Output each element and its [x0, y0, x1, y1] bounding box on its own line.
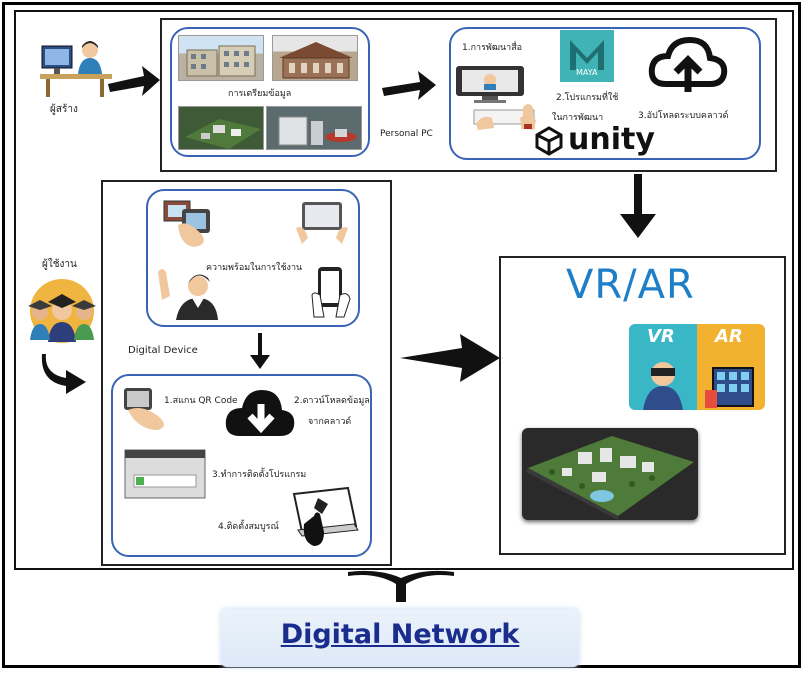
diagram-frame — [14, 10, 794, 570]
maya-text: MAYA — [576, 68, 598, 77]
dev-step-2-label-b: ในการพัฒนา — [552, 113, 604, 123]
install-step-4-label: 4.ติดตั้งสมบูรณ์ — [218, 522, 279, 532]
hand-smartphone-icon — [310, 265, 352, 321]
data-prep-label: การเตรียมข้อมูล — [228, 89, 292, 99]
tablet-touch-icon — [284, 484, 362, 548]
arrow-prep-to-dev — [382, 68, 436, 106]
dev-step-1-label: 1.การพัฒนาสื่อ — [462, 43, 523, 53]
install-screen-icon — [124, 449, 206, 499]
building-thumb-1 — [178, 35, 264, 81]
cloud-upload-icon — [648, 34, 728, 96]
hand-icon — [518, 102, 538, 130]
campus-3d-model-image — [522, 428, 698, 520]
campus-thumb-1 — [178, 106, 264, 150]
creator-label: ผู้สร้าง — [50, 104, 78, 115]
building-thumb-2 — [272, 35, 358, 81]
maya-logo-icon: MAYA — [560, 30, 614, 82]
cloud-download-icon — [224, 384, 298, 444]
digital-network-banner: Digital Network — [221, 609, 579, 667]
ar-badge: AR — [715, 326, 743, 347]
vrar-title: VR/AR — [566, 262, 695, 308]
install-step-2-label-b: จากคลาวด์ — [308, 417, 352, 427]
arrow-user-to-device — [40, 352, 102, 398]
tablet-hands-icon — [294, 198, 350, 246]
digital-device-label: Digital Device — [128, 345, 198, 356]
vr-badge: VR — [647, 326, 675, 347]
graduates-icon — [22, 278, 102, 344]
vr-ar-illustration: VR AR — [629, 324, 765, 410]
creator-icon — [40, 36, 112, 98]
campus-thumb-2 — [266, 106, 362, 150]
unity-wordmark: unity — [568, 122, 655, 157]
install-step-2-label-a: 2.ดาวน์โหลดข้อมูล — [294, 396, 370, 406]
dev-step-2-label-a: 2.โปรแกรมที่ใช้ — [556, 93, 619, 103]
arrow-dev-to-vrar — [618, 174, 658, 244]
person-presenting-icon — [152, 262, 224, 320]
digital-network-label: Digital Network — [280, 619, 520, 650]
install-step-3-label: 3.ทำการติดตั้งโปรแกรม — [212, 470, 307, 480]
connector-to-network — [346, 568, 456, 612]
user-label: ผู้ใช้งาน — [42, 259, 77, 270]
monitor-icon — [454, 64, 526, 110]
arrow-device-to-vrar — [400, 334, 500, 386]
hand-phone-camera-icon — [158, 195, 228, 249]
personal-pc-label: Personal PC — [380, 129, 433, 139]
arrow-readiness-to-install — [249, 333, 271, 373]
arrow-creator-to-prep — [108, 64, 160, 102]
qr-scan-icon — [118, 384, 182, 432]
dev-step-3-label: 3.อัปโหลดระบบคลาวด์ — [638, 111, 729, 121]
unity-logo-icon — [534, 126, 564, 156]
install-step-1-label: 1.สแกน QR Code — [164, 396, 238, 406]
readiness-label: ความพร้อมในการใช้งาน — [206, 263, 303, 273]
